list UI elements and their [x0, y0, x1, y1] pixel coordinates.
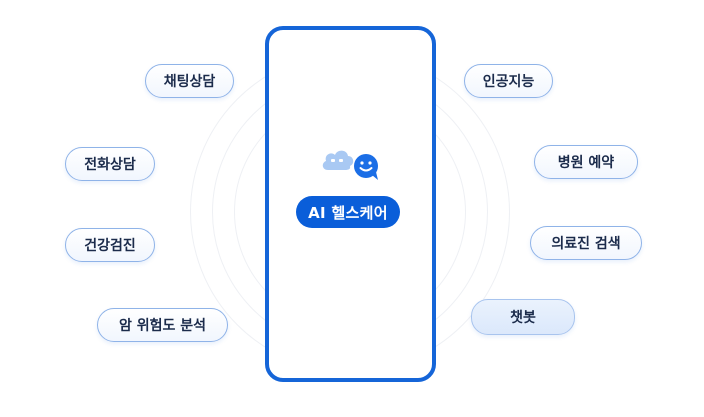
- chip-hospital-reservation[interactable]: 병원 예약: [534, 145, 638, 179]
- chip-cancer-risk-analysis[interactable]: 암 위험도 분석: [97, 308, 228, 342]
- chip-artificial-intelligence[interactable]: 인공지능: [464, 64, 553, 98]
- chip-chatbot[interactable]: 챗봇: [471, 299, 575, 335]
- ai-healthcare-badge: AI 헬스케어: [296, 196, 400, 228]
- chip-chat-consult[interactable]: 채팅상담: [145, 64, 234, 98]
- smiley-chat-icon: [354, 154, 378, 180]
- chip-health-checkup[interactable]: 건강검진: [65, 228, 155, 262]
- chip-doctor-search[interactable]: 의료진 검색: [530, 226, 642, 260]
- chip-phone-consult[interactable]: 전화상담: [65, 147, 155, 181]
- cloud-icon: [322, 150, 354, 170]
